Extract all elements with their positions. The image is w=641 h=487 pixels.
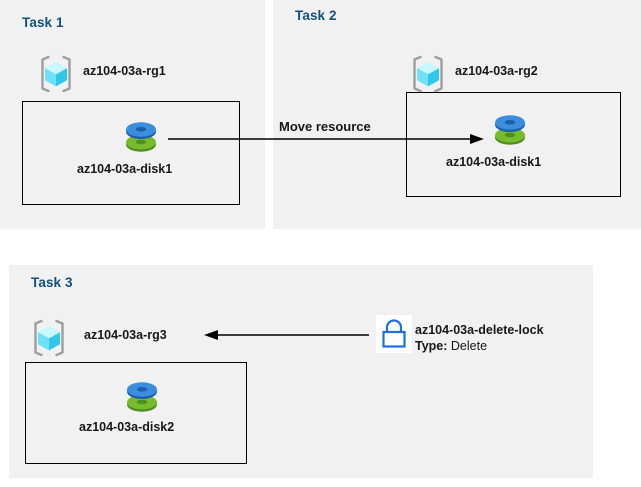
delete-lock-name: az104-03a-delete-lock <box>415 323 544 337</box>
task-panel-1 <box>0 0 265 229</box>
delete-lock-type-line: Type: Delete <box>415 338 544 354</box>
move-resource-label: Move resource <box>279 119 371 134</box>
task-panel-2 <box>273 0 641 229</box>
delete-lock-type-value: Delete <box>450 339 488 353</box>
managed-disk-icon <box>487 105 533 151</box>
resource-group-1-box <box>22 101 240 205</box>
task-panel-3 <box>9 265 593 478</box>
resource-group-3-label: az104-03a-rg3 <box>84 328 167 342</box>
managed-disk-icon <box>119 372 165 418</box>
disk-2-label: az104-03a-disk1 <box>446 155 542 169</box>
task-2-title: Task 2 <box>295 8 337 23</box>
resource-group-2-label: az104-03a-rg2 <box>455 64 538 78</box>
delete-lock-info: az104-03a-delete-lock Type: Delete <box>415 322 544 354</box>
resource-group-icon <box>36 54 76 94</box>
move-resource-arrow <box>168 128 484 150</box>
disk-1-label: az104-03a-disk1 <box>77 162 173 176</box>
disk-3-label: az104-03a-disk2 <box>79 420 175 434</box>
task-3-title: Task 3 <box>31 275 73 290</box>
delete-lock-type-key: Type: <box>415 339 448 353</box>
resource-group-2-box <box>406 92 621 197</box>
managed-disk-icon <box>118 112 164 158</box>
resource-group-icon <box>29 318 69 358</box>
delete-lock-arrow <box>204 324 369 346</box>
resource-group-1-label: az104-03a-rg1 <box>83 64 166 78</box>
task-1-title: Task 1 <box>22 15 64 30</box>
resource-group-icon <box>408 54 448 94</box>
padlock-icon <box>376 315 412 353</box>
resource-group-3-box <box>25 362 247 464</box>
